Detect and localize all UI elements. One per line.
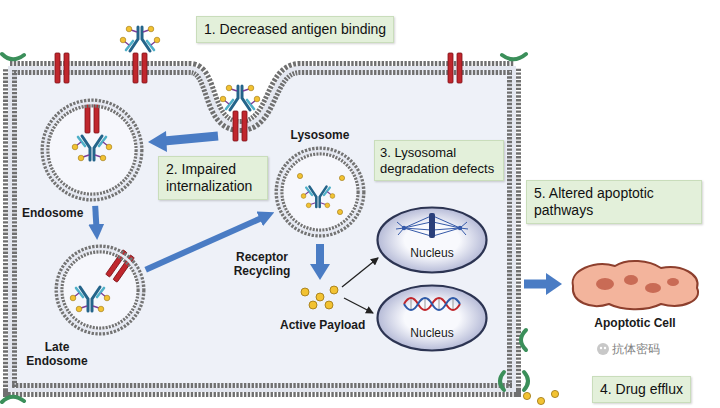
nucleus-ellipse: Nucleus — [376, 284, 488, 352]
node-label: Endosome — [22, 206, 88, 220]
payload-target-arrow — [342, 258, 378, 313]
node-outline — [565, 256, 705, 312]
watermark: 抗体密码 — [612, 342, 660, 356]
membrane-core — [279, 151, 361, 233]
callout-box: 2. Impaired internalization — [158, 156, 268, 200]
membrane-core — [59, 249, 141, 331]
callout-text: 3. Lysosomal degradation defects — [380, 145, 498, 176]
apoptotic-cell-body — [573, 261, 698, 309]
nuclear-fragment — [596, 278, 614, 290]
spindle-pole — [458, 226, 462, 230]
callout-text: 2. Impaired internalization — [166, 161, 260, 195]
nucleus-fill — [377, 285, 487, 351]
callout-box: 5. Altered apoptotic pathways — [526, 180, 702, 224]
callout-text: 5. Altered apoptotic pathways — [534, 185, 694, 219]
annotation-label: Active Payload — [280, 318, 365, 332]
callout-box: 4. Drug efflux — [592, 376, 691, 403]
active-payload — [301, 286, 338, 309]
payload-dot — [297, 173, 344, 214]
nuclear-fragment — [667, 278, 679, 286]
apoptotic-cell-shape: Apoptotic Cell — [565, 256, 705, 312]
vesicle-membrane — [279, 151, 361, 233]
node-label: Lysosome — [274, 128, 366, 142]
efflux-pump — [500, 372, 528, 390]
cell-membrane — [10, 68, 514, 390]
node-label: Apoptotic Cell — [565, 316, 705, 330]
internalization-arrow — [148, 131, 218, 152]
vesicle-membrane — [59, 249, 141, 331]
lysosome-lumen — [279, 151, 361, 233]
vesicle-circle: Endosome — [40, 98, 144, 202]
release-arrow — [310, 244, 330, 280]
endosome-lumen — [45, 103, 139, 197]
watermark-icon — [597, 343, 609, 355]
nuclear-envelope — [378, 208, 487, 273]
nuclear-fragment — [645, 283, 661, 293]
nucleus-ellipse: Nucleus — [376, 206, 488, 274]
node-label: Late Endosome — [24, 340, 90, 368]
flow-arrow — [95, 206, 96, 230]
node-outline — [376, 284, 488, 352]
node-label: Nucleus — [376, 326, 488, 340]
node-outline — [376, 206, 488, 274]
nuclear-fragment — [624, 275, 638, 285]
nuclear-envelope — [378, 286, 487, 351]
effluxed-payload — [523, 390, 558, 404]
vesicle-circle: Late Endosome — [54, 244, 146, 336]
nucleus-fill — [377, 207, 487, 273]
membrane-core — [45, 103, 139, 197]
callout-text: 4. Drug efflux — [600, 381, 683, 398]
chromosomes — [429, 213, 435, 238]
annotation-label: Receptor Recycling — [226, 250, 298, 278]
node-outline — [54, 244, 146, 336]
membrane-core — [10, 68, 514, 390]
callout-box: 1. Decreased antigen binding — [196, 16, 394, 43]
callout-box: 3. Lysosomal degradation defects — [374, 140, 504, 181]
node-label: Nucleus — [376, 246, 488, 260]
callout-text: 1. Decreased antigen binding — [204, 21, 386, 38]
degraded-adc — [301, 187, 335, 208]
vesicle-circle: Lysosome — [274, 146, 366, 238]
antibody-drug-conjugate — [72, 136, 112, 161]
antibody-drug-conjugate — [70, 287, 110, 312]
vesicle-membrane — [45, 103, 139, 197]
apoptosis-arrow — [524, 273, 562, 295]
dna-helix — [404, 298, 460, 310]
node-outline — [274, 146, 366, 238]
spindle-pole — [402, 226, 406, 230]
node-outline — [40, 98, 144, 202]
late-endosome-lumen — [59, 249, 141, 331]
cell-junction — [2, 54, 526, 402]
